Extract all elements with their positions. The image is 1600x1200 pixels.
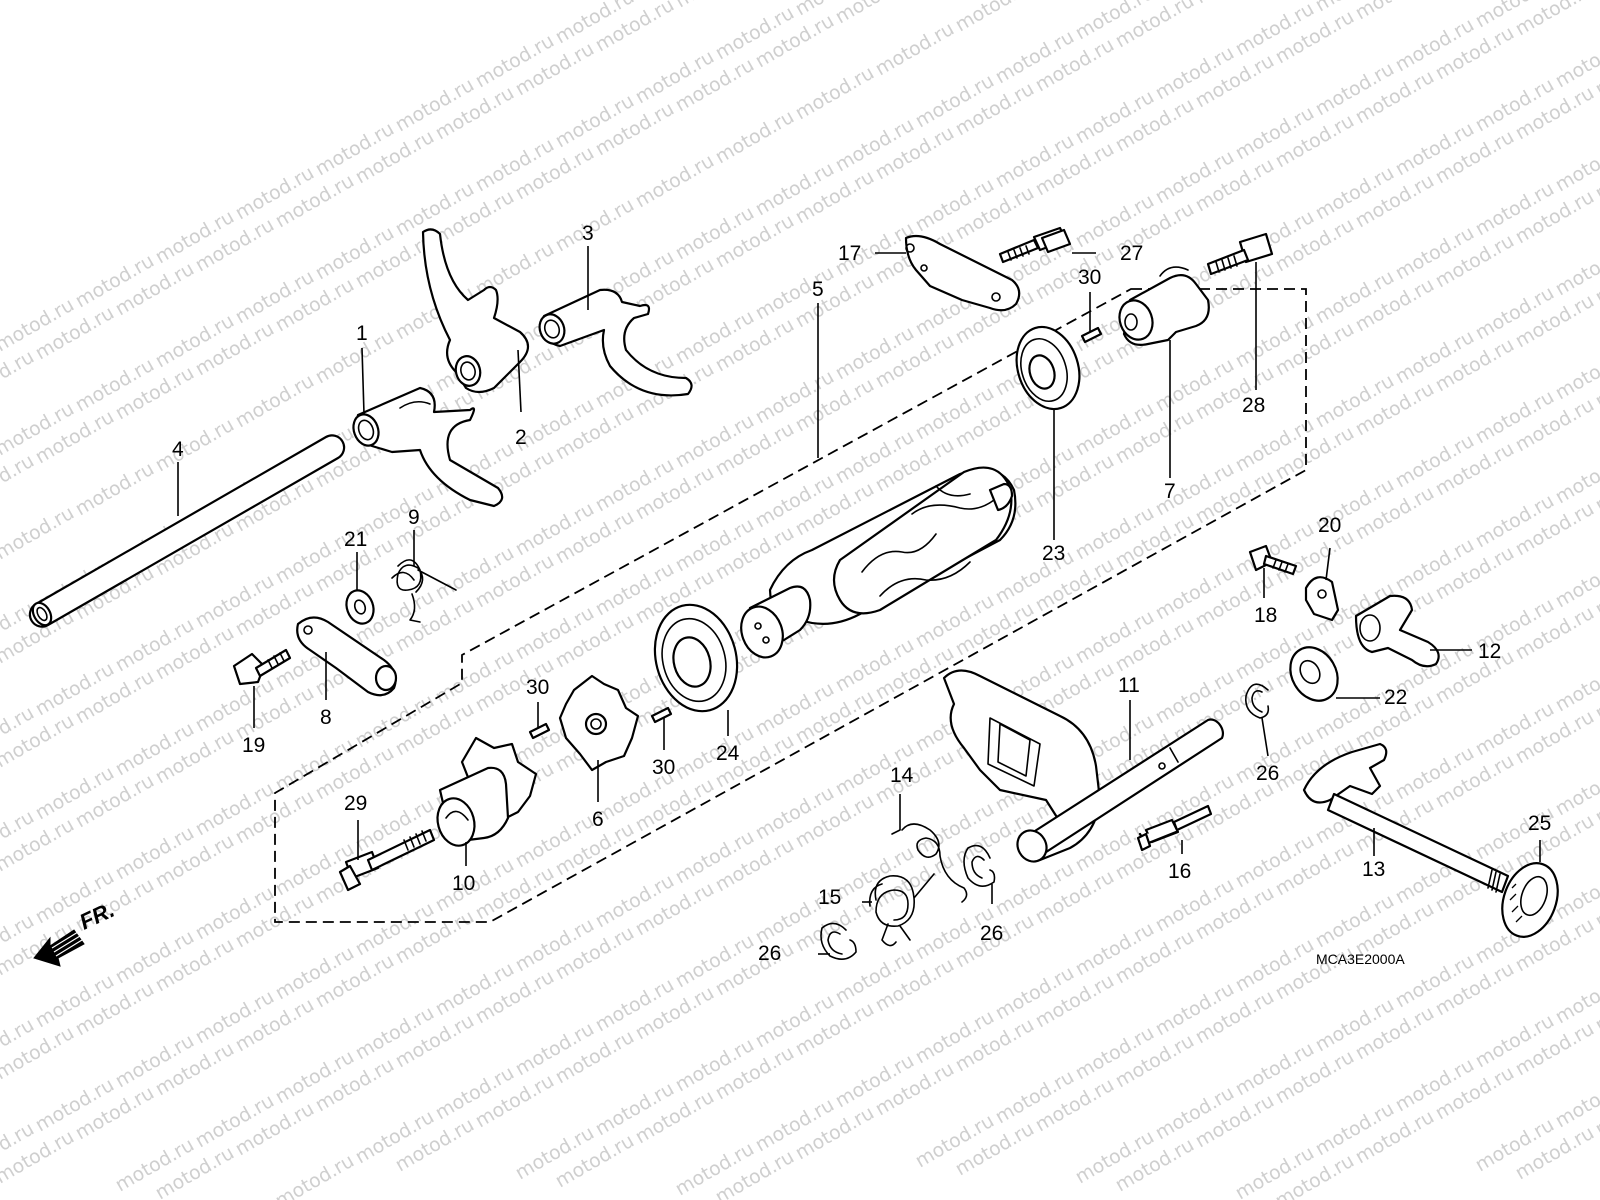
shift-fork-1[interactable] [349, 386, 504, 508]
watermark-text: motod.ru [552, 194, 638, 257]
bolt-29[interactable] [338, 828, 436, 892]
shift-fork-3[interactable] [536, 288, 693, 397]
callout-23: 23 [1042, 542, 1065, 565]
watermark-text: motod.ru [0, 346, 38, 409]
callout-29: 29 [344, 792, 367, 815]
watermark-text: motod.ru [712, 106, 798, 169]
callout-20: 20 [1318, 514, 1341, 537]
callout-15: 15 [818, 886, 841, 909]
bolt-27[interactable] [998, 226, 1072, 264]
callout-26-center: 26 [980, 922, 1003, 945]
watermark-text: motod.ru [1192, 0, 1278, 8]
watermark-text: motod.ru [952, 0, 1038, 36]
diagram-code: MCA3E2000A [1316, 951, 1405, 967]
dowel-pin-30-upper[interactable] [1080, 326, 1103, 344]
callout-6: 6 [592, 808, 604, 831]
ball-bearing-24[interactable] [643, 595, 748, 720]
callout-28: 28 [1242, 394, 1265, 417]
watermark-text: motod.ru [832, 0, 918, 28]
callout-14: 14 [890, 764, 914, 787]
callout-30-upper: 30 [1078, 266, 1101, 289]
return-spring-9[interactable] [391, 559, 457, 623]
shift-drum[interactable] [734, 466, 1017, 664]
callout-25: 25 [1528, 812, 1551, 835]
gearshift-spindle-11[interactable] [942, 669, 1225, 866]
callout-10: 10 [452, 872, 475, 895]
callout-30-left: 30 [526, 676, 549, 699]
callout-5: 5 [812, 278, 824, 301]
oil-seal-25[interactable] [1493, 855, 1568, 944]
callout-17: 17 [838, 242, 861, 265]
callout-26-lower: 26 [758, 942, 781, 965]
watermark-text: motod.ru [232, 370, 318, 433]
washer-21[interactable] [342, 587, 378, 628]
spring-15[interactable] [868, 873, 935, 947]
watermark-text: motod.ru [272, 1150, 358, 1200]
drum-cam-7[interactable] [1114, 266, 1210, 346]
watermark-text: motod.ru [72, 458, 158, 521]
bolt-18[interactable] [1248, 544, 1298, 576]
callout-26-right: 26 [1256, 762, 1279, 785]
callout-18: 18 [1254, 604, 1277, 627]
watermark-text: motod.ru [312, 326, 398, 389]
drum-assembly-frame [274, 288, 1307, 923]
circlip-26-lower[interactable] [820, 922, 857, 960]
watermark-text: motod.ru [0, 450, 38, 513]
callout-13: 13 [1362, 858, 1385, 881]
callout-labels: 1 2 3 4 5 6 7 8 9 10 11 12 13 14 15 16 1… [172, 222, 1551, 965]
watermark-text: motod.ru [672, 0, 758, 12]
circlip-26-right[interactable] [1244, 683, 1270, 719]
gearshift-spindle-13[interactable] [1302, 742, 1510, 894]
watermark-text: motod.ru [872, 18, 958, 81]
callout-7: 7 [1164, 480, 1176, 503]
watermark-text: motod.ru [632, 150, 718, 213]
pivot-bolt-16[interactable] [1136, 804, 1213, 852]
bolt-28[interactable] [1206, 232, 1274, 276]
callout-4: 4 [172, 438, 184, 461]
spring-14[interactable] [891, 823, 968, 903]
shift-fork-2[interactable] [421, 228, 530, 394]
callout-22: 22 [1384, 686, 1407, 709]
callout-11: 11 [1118, 674, 1140, 697]
leader-lines [177, 246, 1541, 955]
washer-22[interactable] [1281, 639, 1347, 709]
dowel-pin-30-left[interactable] [528, 722, 551, 740]
callout-24: 24 [716, 742, 740, 765]
shift-arm-guide-12[interactable] [1354, 594, 1440, 668]
callout-16: 16 [1168, 860, 1191, 883]
shift-drum-cam-10[interactable] [432, 736, 538, 850]
callout-9: 9 [408, 506, 420, 529]
stopper-arm-8[interactable] [296, 616, 398, 697]
watermark-text: motod.ru [0, 502, 78, 565]
shift-arm-plate-20[interactable] [1304, 576, 1340, 622]
callout-3: 3 [582, 222, 594, 245]
callout-27: 27 [1120, 242, 1143, 265]
callout-19: 19 [242, 734, 265, 757]
callout-2: 2 [515, 426, 527, 449]
callout-8: 8 [320, 706, 332, 729]
callout-30-right: 30 [652, 756, 675, 779]
front-direction-arrow-icon [33, 929, 85, 967]
ball-bearing-23[interactable] [1006, 319, 1089, 417]
shift-fork-shaft[interactable] [28, 434, 346, 628]
callout-1: 1 [356, 322, 368, 345]
shift-drum-center-6[interactable] [558, 674, 640, 772]
dowel-pin-30-right[interactable] [650, 706, 673, 724]
bolt-19[interactable] [232, 648, 292, 686]
callout-21: 21 [344, 528, 367, 551]
watermark-text: motod.ru [792, 62, 878, 125]
callout-12: 12 [1478, 640, 1501, 663]
circlip-26-center[interactable] [963, 844, 996, 887]
watermark-text: motod.ru [1352, 0, 1438, 24]
stopper-plate[interactable] [904, 234, 1021, 312]
watermark-text: motod.ru [152, 414, 238, 477]
